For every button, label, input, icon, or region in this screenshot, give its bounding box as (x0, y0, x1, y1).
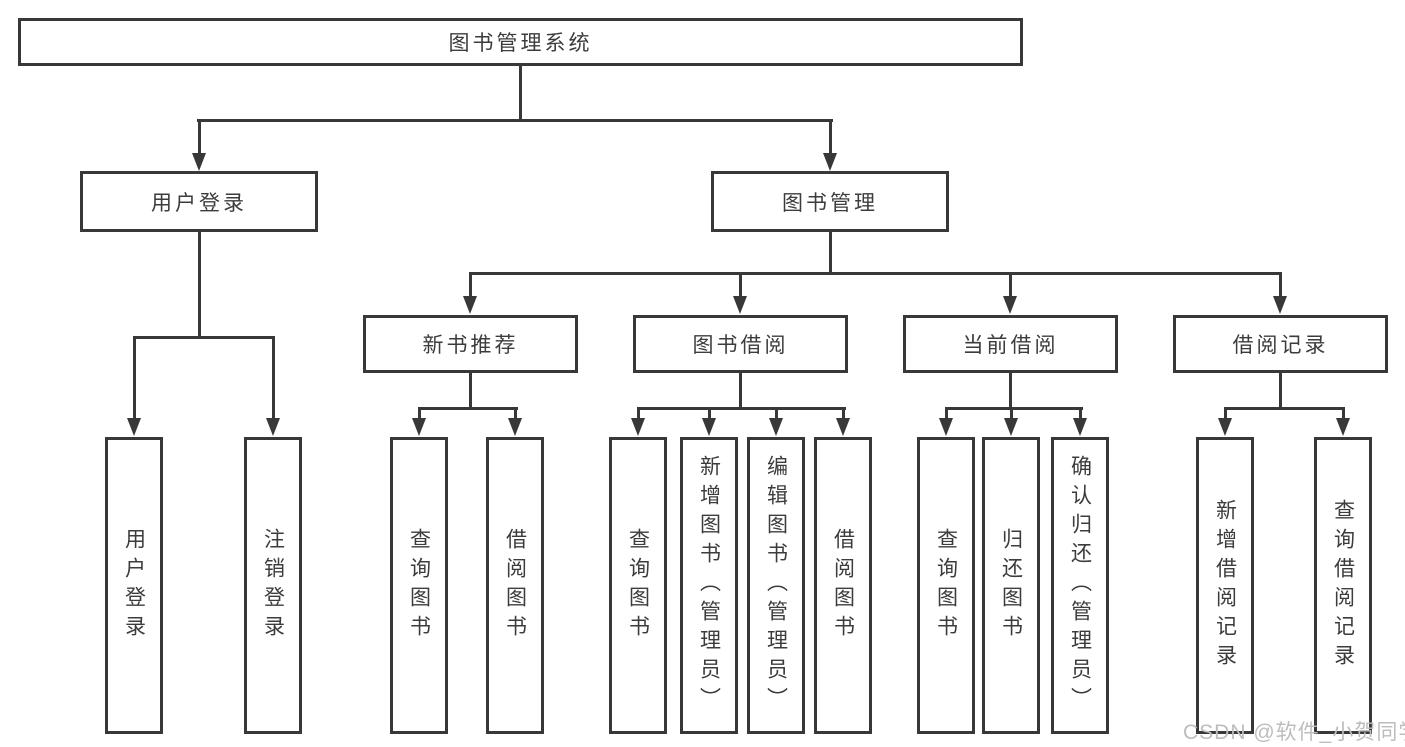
arrowhead-icon (1273, 296, 1287, 314)
connector-line (945, 407, 948, 421)
leaf-borrow-query-label: 查询图书 (626, 527, 650, 644)
leaf-current-query: 查询图书 (917, 437, 975, 734)
node-user-login-label: 用户登录 (151, 191, 247, 215)
connector-line (739, 272, 742, 298)
arrowhead-icon (702, 418, 716, 436)
connector-line (945, 407, 1083, 410)
node-new-books-label: 新书推荐 (422, 334, 519, 357)
connector-line (1009, 373, 1012, 409)
leaf-borrow-add-admin-label: 新增图书（管理员） (697, 455, 721, 716)
connector-line (1279, 272, 1282, 298)
connector-line (708, 407, 711, 421)
arrowhead-icon (127, 418, 141, 436)
leaf-borrow-edit-admin: 编辑图书（管理员） (747, 437, 805, 734)
arrowhead-icon (1004, 418, 1018, 436)
leaf-records-query-label: 查询借阅记录 (1331, 498, 1355, 673)
leaf-current-confirm-admin-label: 确认归还（管理员） (1068, 455, 1092, 716)
connector-line (842, 407, 845, 421)
node-current-borrow: 当前借阅 (903, 315, 1118, 373)
leaf-newbooks-borrow: 借阅图书 (486, 437, 544, 734)
arrowhead-icon (266, 418, 280, 436)
arrowhead-icon (769, 418, 783, 436)
leaf-current-query-label: 查询图书 (934, 527, 958, 644)
arrowhead-icon (1336, 418, 1350, 436)
connector-line (1279, 373, 1282, 409)
arrowhead-icon (1073, 418, 1087, 436)
arrowhead-icon (508, 418, 522, 436)
connector-line (272, 336, 275, 420)
node-book-management-label: 图书管理 (782, 191, 878, 215)
connector-line (1079, 407, 1082, 421)
connector-line (637, 407, 846, 410)
leaf-borrow-edit-admin-label: 编辑图书（管理员） (764, 455, 788, 716)
node-current-borrow-label: 当前借阅 (962, 334, 1059, 357)
arrowhead-icon (1218, 418, 1232, 436)
node-user-login: 用户登录 (80, 171, 318, 232)
node-book-borrow: 图书借阅 (633, 315, 848, 373)
connector-line (469, 373, 472, 409)
arrowhead-icon (463, 296, 477, 314)
connector-line (198, 232, 201, 339)
leaf-borrow-borrow-label: 借阅图书 (831, 527, 855, 644)
leaf-records-query: 查询借阅记录 (1314, 437, 1372, 734)
leaf-borrow-add-admin: 新增图书（管理员） (680, 437, 738, 734)
connector-line (133, 336, 136, 420)
connector-line (1342, 407, 1345, 421)
connector-line (133, 336, 275, 339)
connector-line (1224, 407, 1227, 421)
connector-line (197, 119, 833, 122)
connector-line (775, 407, 778, 421)
connector-line (198, 119, 201, 157)
leaf-logout-label: 注销登录 (261, 527, 285, 644)
arrowhead-icon (733, 296, 747, 314)
arrowhead-icon (631, 418, 645, 436)
connector-line (469, 272, 472, 298)
connector-line (1010, 407, 1013, 421)
leaf-borrow-query: 查询图书 (609, 437, 667, 734)
connector-line (739, 373, 742, 409)
node-borrow-records: 借阅记录 (1173, 315, 1388, 373)
connector-line (469, 272, 1282, 275)
leaf-user-login: 用户登录 (105, 437, 163, 734)
leaf-newbooks-query: 查询图书 (390, 437, 448, 734)
arrowhead-icon (823, 153, 837, 171)
connector-line (418, 407, 421, 421)
node-library-system-label: 图书管理系统 (448, 32, 593, 55)
leaf-logout: 注销登录 (244, 437, 302, 734)
leaf-records-add: 新增借阅记录 (1196, 437, 1254, 734)
node-borrow-records-label: 借阅记录 (1232, 334, 1329, 357)
leaf-newbooks-borrow-label: 借阅图书 (503, 527, 527, 644)
node-new-books: 新书推荐 (363, 315, 578, 373)
arrowhead-icon (836, 418, 850, 436)
arrowhead-icon (1003, 296, 1017, 314)
connector-line (418, 407, 518, 410)
connector-line (514, 407, 517, 421)
leaf-current-return-label: 归还图书 (999, 527, 1023, 644)
leaf-newbooks-query-label: 查询图书 (407, 527, 431, 644)
csdn-watermark: CSDN @软件_小贺同学 (1183, 721, 1405, 744)
leaf-borrow-borrow: 借阅图书 (814, 437, 872, 734)
arrowhead-icon (939, 418, 953, 436)
arrowhead-icon (192, 153, 206, 171)
node-book-borrow-label: 图书借阅 (692, 334, 789, 357)
node-library-system: 图书管理系统 (18, 18, 1023, 66)
connector-line (519, 66, 522, 119)
leaf-user-login-label: 用户登录 (122, 527, 146, 644)
connector-line (829, 232, 832, 275)
node-book-management: 图书管理 (711, 171, 949, 232)
connector-line (637, 407, 640, 421)
leaf-records-add-label: 新增借阅记录 (1213, 498, 1237, 673)
leaf-current-return: 归还图书 (982, 437, 1040, 734)
connector-line (1224, 407, 1345, 410)
connector-line (1009, 272, 1012, 298)
arrowhead-icon (412, 418, 426, 436)
leaf-current-confirm-admin: 确认归还（管理员） (1051, 437, 1109, 734)
connector-line (829, 119, 832, 157)
